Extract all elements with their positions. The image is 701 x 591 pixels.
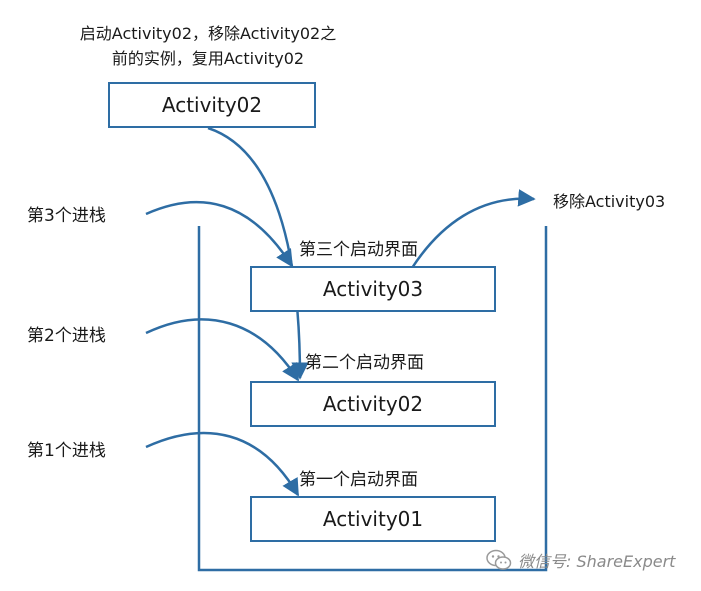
reuse-arrow	[207, 126, 309, 380]
top-note-line1: 启动Activity02，移除Activity02之	[79, 24, 337, 43]
stack-container	[197, 226, 548, 572]
push-arrow-2	[145, 318, 300, 382]
top-note-line2: 前的实例，复用Activity02	[111, 49, 305, 68]
push-label-first: 第1个进栈	[27, 441, 106, 461]
push-label-third: 第3个进栈	[27, 206, 106, 226]
stack-box-activity03: Activity03	[250, 266, 496, 312]
stack-box-activity02: Activity02	[250, 381, 496, 427]
watermark-text: 微信号: ShareExpert	[518, 552, 676, 571]
push-label-second: 第2个进栈	[27, 326, 106, 346]
stack-box-activity01: Activity01	[250, 496, 496, 542]
incoming-activity02-box: Activity02	[108, 82, 316, 128]
caption-activity01: 第一个启动界面	[299, 470, 418, 490]
push-arrow-3	[145, 201, 294, 268]
top-note: 启动Activity02，移除Activity02之 前的实例，复用Activi…	[58, 21, 358, 71]
watermark: 微信号: ShareExpert	[486, 546, 675, 574]
remove-label: 移除Activity03	[553, 192, 666, 211]
caption-activity02: 第二个启动界面	[305, 353, 424, 373]
remove-arrow	[410, 189, 536, 269]
caption-activity03: 第三个启动界面	[299, 240, 418, 260]
push-arrow-1	[145, 431, 300, 497]
wechat-icon	[486, 549, 512, 571]
